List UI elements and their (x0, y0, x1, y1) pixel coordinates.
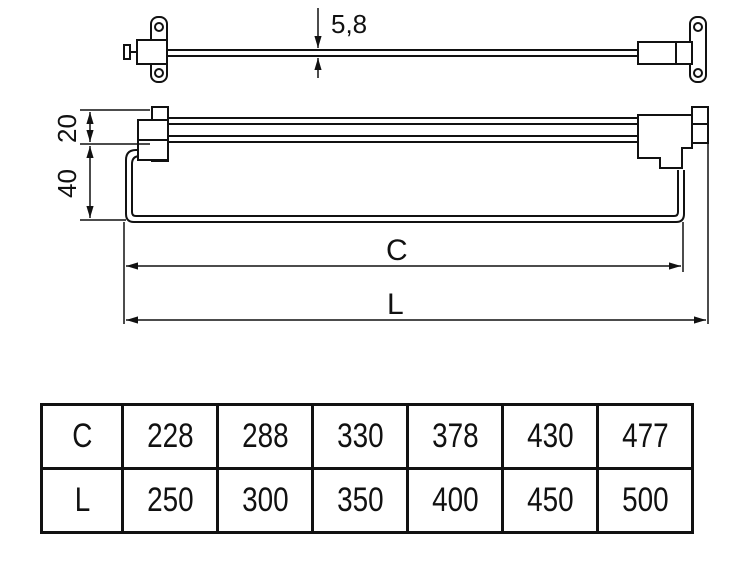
table-cell: 288 (216, 403, 314, 470)
height-top-label: 20 (52, 114, 82, 143)
table-cell: 500 (596, 467, 694, 534)
total-length-label: L (387, 288, 404, 321)
table-cell: 477 (596, 403, 694, 470)
row-label: L (40, 467, 124, 534)
table-row: L 250 300 350 400 450 500 (40, 467, 694, 534)
table-cell: 300 (216, 467, 314, 534)
side-view (125, 106, 709, 223)
table-cell: 450 (501, 467, 599, 534)
rod-diameter-label: 5,8 (331, 9, 367, 39)
table-cell: 330 (311, 403, 409, 470)
table-cell: 430 (501, 403, 599, 470)
table-cell: 378 (406, 403, 504, 470)
table-cell: 250 (121, 467, 219, 534)
table-row: C 228 288 330 378 430 477 (40, 403, 694, 470)
table-cell: 400 (406, 467, 504, 534)
size-table: C 228 288 330 378 430 477 L 250 300 350 … (40, 403, 694, 534)
table-cell: 228 (121, 403, 219, 470)
inner-length-label: C (386, 234, 408, 267)
technical-drawing: 5,8 20 40 C L (52, 8, 709, 324)
top-view (123, 16, 707, 83)
table-cell: 350 (311, 467, 409, 534)
height-bottom-label: 40 (52, 169, 82, 198)
length-dimensions (123, 140, 709, 324)
height-dimensions (80, 109, 150, 221)
row-label: C (40, 403, 124, 470)
